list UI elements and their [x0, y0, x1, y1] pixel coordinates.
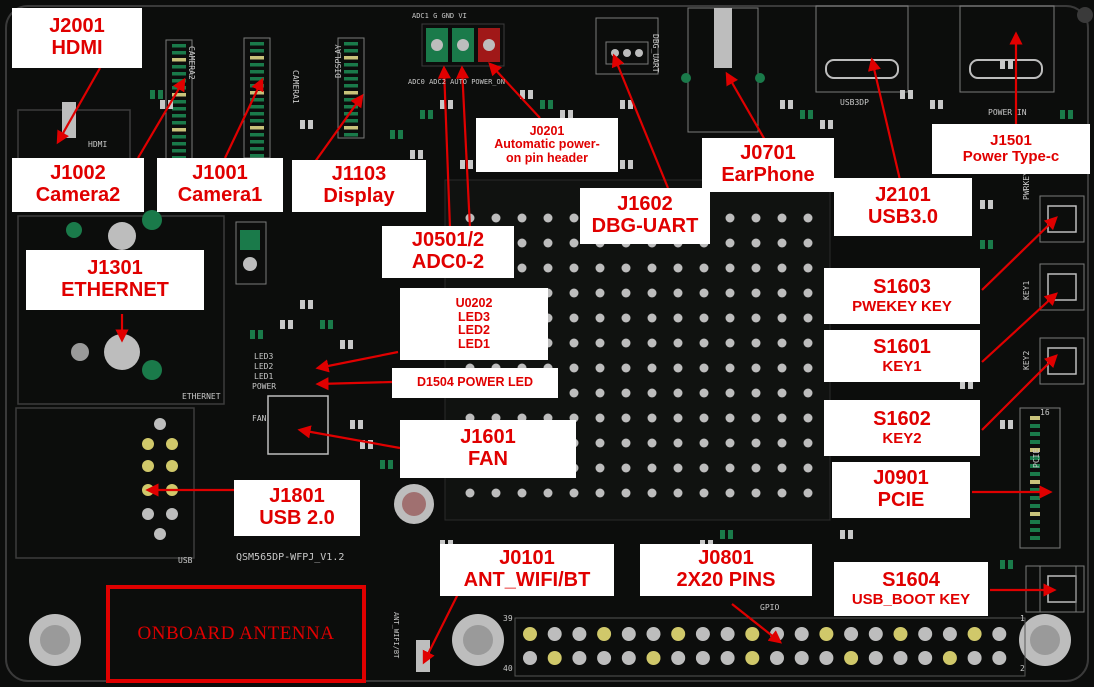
side-buttons [1039, 195, 1085, 613]
arrow-j2101 [867, 57, 902, 181]
silk-led2: LED2 [254, 362, 274, 371]
arrow-j0101 [422, 593, 459, 665]
arrow-j1002 [137, 77, 186, 159]
silk-key1: KEY1 [1022, 280, 1031, 300]
arrow-s1602 [981, 354, 1058, 431]
arrow-j1601 [297, 425, 401, 450]
silk-ant: ANT_WIFI/BT [392, 612, 400, 659]
silk-camera1: CAMERA1 [291, 70, 300, 104]
silk-pcie: PCIE [1032, 448, 1041, 468]
onboard-antenna-box: ONBOARD ANTENNA [106, 585, 366, 683]
silk-fan: FAN [252, 414, 267, 423]
silk-pin1: 1 [1020, 614, 1025, 623]
silk-pin2: 2 [1020, 664, 1025, 673]
arrow-j0701 [725, 71, 766, 141]
silk-pin40: 40 [503, 664, 513, 673]
silk-key2: KEY2 [1022, 350, 1031, 370]
silk-pwrkey: PWRKEY [1022, 171, 1031, 200]
arrow-j0201 [488, 62, 541, 119]
arrow-j0501-a [437, 65, 452, 229]
silk-usb: USB [178, 556, 193, 565]
mounting-hole-bottom-left [29, 614, 81, 666]
arrow-j0501-b [455, 65, 472, 229]
arrow-u0202 [315, 350, 399, 373]
silk-board-id: QSM565DP-WFPJ_V1.2 [236, 552, 345, 563]
silk-usb3dp: USB3DP [840, 98, 869, 107]
mounting-hole-top-right [1077, 7, 1093, 23]
silk-led3: LED3 [254, 352, 274, 361]
silk-adc-bottom: ADC0 ADC2 AUTO POWER_ON [408, 78, 505, 86]
silk-adc-top: ADC1 G GND VI [412, 12, 467, 20]
arrow-s1603 [981, 216, 1058, 291]
arrow-j1602 [611, 53, 670, 189]
silk-pin39: 39 [503, 614, 513, 623]
silk-camera2: CAMERA2 [187, 46, 196, 80]
mounting-hole-bottom-mid [452, 614, 504, 666]
silk-ethernet: ETHERNET [182, 392, 221, 401]
silk-led1: LED1 [254, 372, 274, 381]
silk-power-in: POWER IN [988, 108, 1027, 117]
arrow-j2001 [56, 67, 101, 145]
label-d1504: D1504 POWER LED [392, 368, 558, 398]
gpio-header-pins [523, 627, 1007, 665]
silk-gpio: GPIO [760, 603, 780, 612]
onboard-antenna-label: ONBOARD ANTENNA [137, 623, 335, 644]
mounting-hole-bottom-right [1019, 614, 1071, 666]
silk-display: DISPLAY [334, 44, 343, 78]
silk-dbg-uart: DBG_UART [651, 34, 660, 73]
arrow-d1504 [315, 377, 393, 391]
silk-hdmi: HDMI [88, 140, 108, 149]
silk-pin16: 16 [1040, 408, 1050, 417]
silk-power: POWER [252, 382, 277, 391]
arrow-s1601 [981, 292, 1058, 363]
arrow-j1001 [224, 77, 264, 159]
arrow-j1103 [311, 93, 364, 167]
arrow-j0801 [731, 603, 783, 644]
